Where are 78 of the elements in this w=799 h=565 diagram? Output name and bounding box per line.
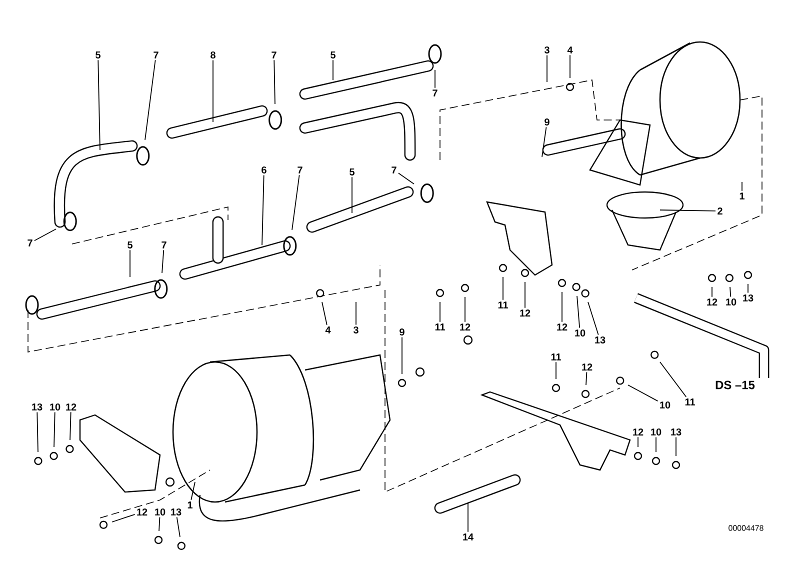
callout-number: 8 (210, 51, 216, 59)
callout-number: 5 (96, 52, 100, 58)
callout-number: 13 (671, 428, 682, 436)
callout-number: 7 (392, 166, 396, 174)
leader-line (34, 228, 56, 242)
leader-line (542, 126, 547, 158)
callout-number: 11 (551, 354, 561, 360)
callout-number: 10 (50, 403, 60, 411)
callout-number: 11 (498, 302, 508, 308)
leader-line (434, 70, 436, 88)
callout-number: 7 (432, 90, 438, 96)
callout-number: 5 (350, 168, 354, 176)
leader-line (576, 296, 580, 328)
callout-number: 3 (544, 46, 550, 54)
callout-number: 3 (353, 326, 358, 334)
callout-number: 11 (435, 324, 445, 330)
leader-line (190, 482, 196, 500)
leader-line (98, 60, 100, 150)
callout-number: 10 (726, 298, 736, 306)
leader-line (176, 516, 180, 538)
callout-number: 7 (272, 52, 276, 58)
callout-number: 12 (557, 324, 568, 330)
callout-number: 12 (520, 310, 530, 316)
callout-number: 1 (188, 502, 192, 508)
leader-line (398, 172, 414, 184)
callout-number: 12 (633, 428, 644, 436)
leader-line (502, 276, 504, 300)
leader-line (274, 60, 276, 104)
leader-line (54, 412, 56, 448)
leader-line (144, 60, 156, 140)
leader-line (588, 302, 599, 336)
leader-line (158, 516, 160, 532)
callout-number: 9 (544, 118, 550, 126)
callout-number: 10 (155, 508, 166, 516)
callout-number: 14 (463, 534, 474, 540)
leader-line (262, 174, 264, 246)
callout-number: 10 (575, 329, 586, 337)
callout-number: 10 (651, 428, 662, 436)
callout-number: 2 (718, 208, 722, 214)
callout-number: 13 (32, 403, 42, 411)
leader-line (628, 384, 658, 402)
leader-line (162, 250, 164, 274)
leader-line (660, 210, 716, 212)
callout-number: 4 (325, 326, 331, 334)
callout-number: 12 (707, 298, 718, 306)
leader-line (212, 60, 214, 122)
callout-number: 6 (262, 166, 266, 174)
diagram-code: DS –15 (716, 380, 755, 390)
leader-line (70, 412, 72, 440)
callout-number: 7 (154, 52, 158, 58)
leader-line (332, 60, 334, 80)
callout-number: 5 (128, 242, 132, 248)
callout-number: 10 (660, 401, 670, 409)
callout-number: 12 (66, 404, 76, 410)
leader-line (660, 362, 687, 398)
callout-number: 7 (162, 242, 166, 248)
callout-number: 9 (400, 328, 404, 336)
leader-line (546, 54, 548, 82)
callout-number: 13 (743, 294, 754, 302)
leader-line (586, 372, 588, 386)
leader-line (322, 302, 328, 326)
callout-number: 1 (740, 192, 744, 200)
leader-line (112, 514, 136, 522)
leader-line (292, 174, 300, 230)
callout-number: 7 (298, 166, 302, 174)
callout-number: 11 (685, 398, 695, 406)
leader-line (730, 286, 732, 298)
callout-number: 4 (567, 46, 573, 54)
callout-number: 12 (582, 364, 592, 370)
callout-number: 5 (330, 52, 336, 58)
leader-line (464, 296, 466, 322)
callout-number: 13 (171, 508, 182, 516)
leader-line (36, 412, 38, 452)
callout-number: 13 (595, 336, 606, 344)
callout-number: 7 (28, 240, 32, 246)
leader-line (524, 282, 526, 308)
callout-number: 12 (137, 508, 148, 516)
callout-number: 12 (460, 324, 470, 330)
